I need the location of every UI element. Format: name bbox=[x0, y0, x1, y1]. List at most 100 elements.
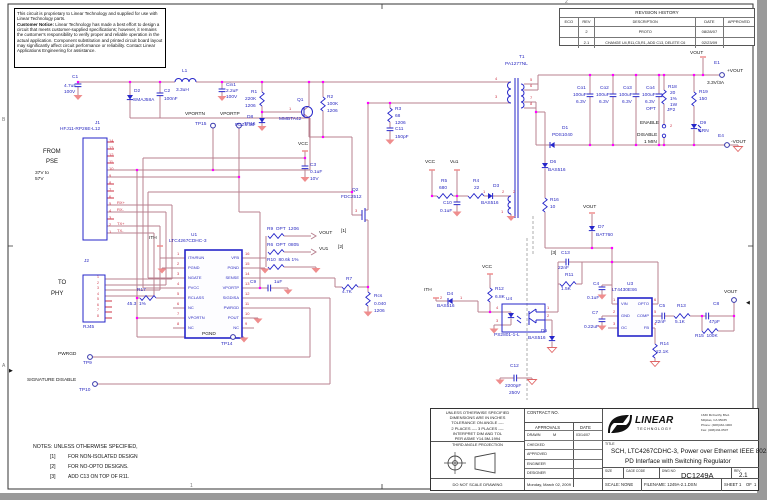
cell-eco bbox=[560, 27, 578, 37]
component-label: 2 bbox=[177, 261, 180, 266]
rev-label: REV bbox=[734, 469, 741, 473]
wires bbox=[77, 58, 739, 385]
logo-address-line: 1630 McCarthy Blvd. bbox=[701, 413, 730, 417]
component-label: 1.5K bbox=[561, 287, 571, 292]
component-label: 2 bbox=[97, 281, 99, 285]
component-label: 8 bbox=[97, 314, 99, 318]
scale-value: SCALE: NONE bbox=[605, 482, 634, 487]
component-label: 150 bbox=[699, 97, 708, 102]
component-label: C7 bbox=[592, 311, 599, 316]
component-label: 1206 bbox=[374, 309, 385, 314]
component-label: 1 bbox=[97, 275, 99, 279]
notes-header: NOTES: UNLESS OTHERWISE SPECIFIED, bbox=[33, 444, 138, 450]
component-label: ITH/RUN bbox=[188, 255, 205, 260]
row-label: APPROVED bbox=[527, 452, 547, 457]
component-label: R9 OPT 1206 bbox=[267, 227, 299, 232]
component-label: C13 bbox=[561, 251, 570, 256]
component-label: Co1 bbox=[577, 86, 586, 91]
component-label: 10V bbox=[310, 177, 319, 182]
component-label: 1uF bbox=[274, 280, 283, 285]
approval-row: DESIGNER bbox=[525, 468, 603, 479]
component-label: C4 bbox=[593, 282, 600, 287]
component-label: VCC bbox=[425, 160, 436, 165]
component-label: 8 bbox=[109, 180, 112, 185]
cell-rev: 2 bbox=[577, 27, 595, 37]
component-label: R7 bbox=[346, 277, 353, 282]
dwg-label: DWG NO bbox=[662, 469, 676, 473]
spec-line: 2 PLACES ---- 3 PLACES ---- bbox=[451, 425, 504, 431]
component-label: POUT bbox=[227, 315, 239, 320]
component-label: FROM bbox=[43, 149, 61, 155]
component-label: 10 bbox=[245, 311, 250, 316]
row-label: CHECKED bbox=[527, 442, 545, 447]
component-label: R15 100K bbox=[695, 334, 718, 339]
title-row: TITLE SCH, LTC4267CDHC-3, Power over Eth… bbox=[603, 440, 767, 468]
component-label: U3 bbox=[627, 282, 634, 287]
component-label: GND bbox=[621, 313, 630, 318]
row-label: DESIGNER bbox=[527, 471, 546, 476]
u3-ic-box bbox=[617, 297, 653, 337]
component-label: 2 bbox=[502, 189, 505, 194]
sheet-number: 1 bbox=[739, 482, 742, 487]
component-label: 2 bbox=[109, 222, 112, 227]
row-label: ENGINEER bbox=[527, 461, 546, 466]
component-label: 68 bbox=[395, 114, 401, 119]
component-label: U4 bbox=[506, 297, 513, 302]
component-label: 1 bbox=[460, 295, 463, 300]
cell-rev: 2.1 bbox=[577, 38, 595, 48]
component-label: VOUT bbox=[690, 51, 704, 56]
component-label: Rcs bbox=[374, 294, 383, 299]
component-label: 3 bbox=[109, 215, 112, 220]
component-label: 4 bbox=[495, 76, 498, 81]
component-label: Co4 bbox=[646, 86, 655, 91]
component-label: 5 bbox=[177, 291, 180, 296]
component-label: 47pF bbox=[709, 320, 720, 325]
note-text: FOR NON-ISOLATED DESIGN bbox=[68, 454, 138, 460]
component-label: Cin1 bbox=[226, 83, 236, 88]
component-label: LT4430ES6 bbox=[612, 288, 637, 293]
component-label: VPORTN bbox=[185, 112, 205, 117]
component-label: BAS516 bbox=[481, 201, 499, 206]
component-label: 6.3V bbox=[576, 100, 586, 105]
component-label: 4 bbox=[177, 281, 180, 286]
component-label: 2200pF bbox=[505, 384, 522, 389]
component-label: A bbox=[2, 363, 6, 369]
approval-row: ENGINEER bbox=[525, 458, 603, 470]
component-label: TP14 bbox=[221, 342, 233, 347]
note-number: [1] bbox=[50, 454, 56, 460]
component-label: 1 bbox=[190, 483, 193, 489]
logo-address-line: Phone: (408)432-1900 bbox=[701, 423, 732, 427]
component-label: Q1 bbox=[297, 98, 304, 103]
component-label: 150pF bbox=[395, 135, 409, 140]
component-label: R2 bbox=[327, 95, 334, 100]
component-label: 2 bbox=[440, 295, 443, 300]
component-label: 1 bbox=[109, 229, 112, 234]
component-label: 3 bbox=[177, 271, 180, 276]
cage-label: CAGE CODE bbox=[626, 469, 646, 473]
component-label: 1206 bbox=[245, 104, 256, 109]
component-label: PWRGD bbox=[58, 352, 77, 357]
component-label: NGATE bbox=[188, 275, 202, 280]
component-label: VOUT bbox=[724, 290, 738, 295]
cell-approved bbox=[722, 38, 754, 48]
component-label: PDZ6.8B bbox=[235, 123, 255, 128]
component-label: RCLASS bbox=[188, 295, 205, 300]
component-label: NC bbox=[188, 305, 194, 310]
spec-line: INTERPRET DIM AND TOL bbox=[452, 430, 503, 436]
component-label: PWRGD bbox=[223, 305, 239, 310]
component-label: 5 bbox=[654, 309, 657, 314]
spec-block: UNLESS OTHERWISE SPECIFIED DIMENSIONS AR… bbox=[431, 410, 524, 441]
filename-value: FILENAME: 1249A-2.1.DSN bbox=[644, 482, 697, 487]
component-label: SIGDISA bbox=[222, 295, 239, 300]
component-label: C5 bbox=[659, 304, 666, 309]
component-label: SENSE bbox=[225, 275, 239, 280]
component-label: 45.3 1% bbox=[127, 302, 146, 307]
component-label: 6 bbox=[109, 194, 112, 199]
row-label: DRAWN bbox=[527, 433, 541, 437]
component-label: PGND bbox=[188, 265, 200, 270]
component-label: VCC bbox=[298, 142, 309, 147]
component-label: BAS516 bbox=[548, 168, 566, 173]
component-label: 6 bbox=[654, 297, 657, 302]
component-label: OPTO bbox=[637, 301, 649, 306]
